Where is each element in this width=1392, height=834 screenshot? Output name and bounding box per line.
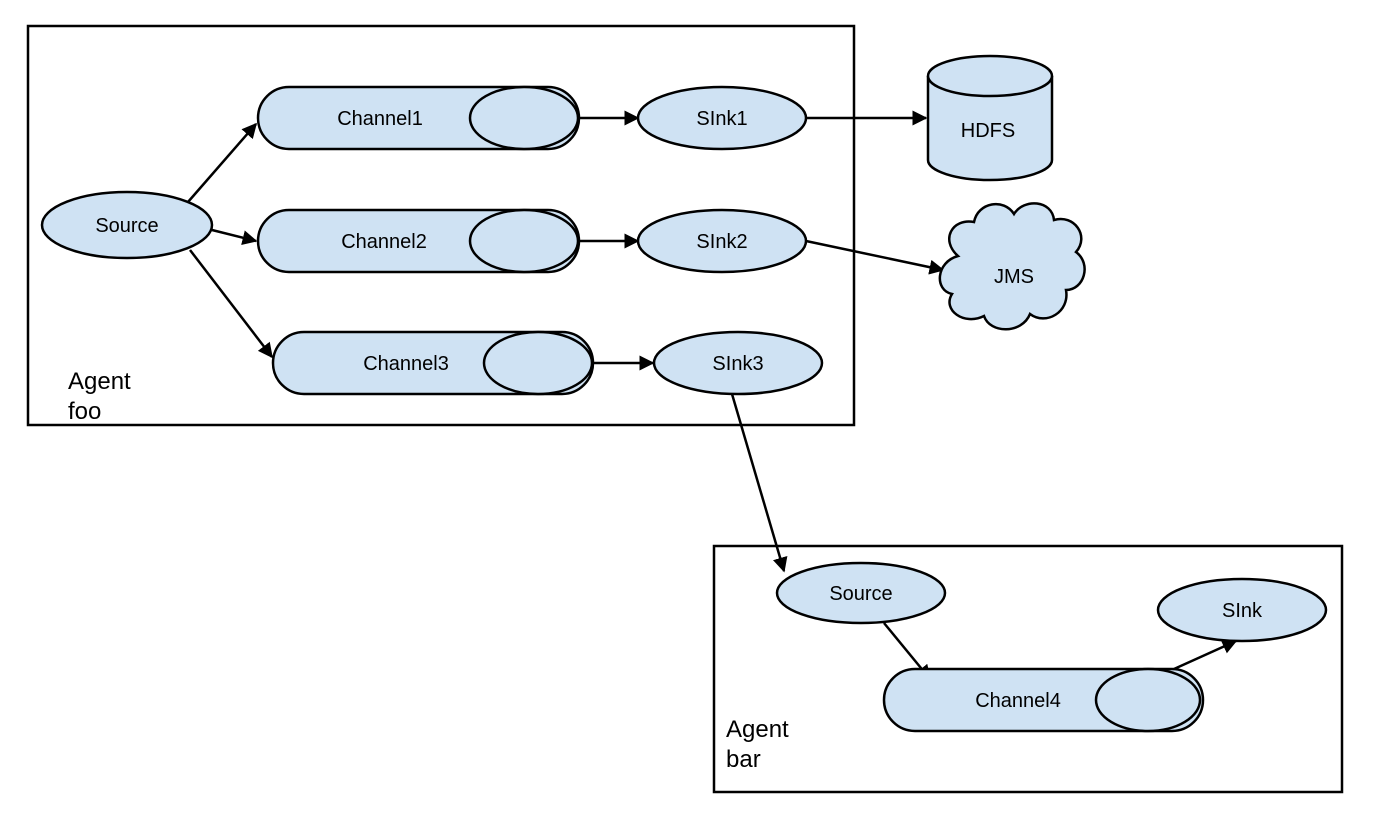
sink3-label: SInk3 bbox=[712, 353, 763, 375]
channel4-label: Channel4 bbox=[975, 690, 1061, 712]
sink3-node: SInk3 bbox=[652, 330, 824, 396]
sink2-label: SInk2 bbox=[696, 231, 747, 253]
edge-sink2-jms bbox=[805, 239, 945, 275]
edge-source-channel2 bbox=[211, 228, 258, 246]
jms-label: JMS bbox=[994, 266, 1034, 288]
channel4-node: Channel4 bbox=[882, 667, 1205, 733]
agent-bar-box bbox=[712, 544, 1344, 794]
channel2-label: Channel2 bbox=[341, 231, 427, 253]
agent-foo-label-line1: Agent bbox=[68, 368, 131, 395]
bar-sink-node: SInk bbox=[1156, 577, 1328, 643]
channel1-node: Channel1 bbox=[256, 85, 581, 151]
channel3-label: Channel3 bbox=[363, 353, 449, 375]
channel1-label: Channel1 bbox=[337, 108, 423, 130]
sink2-node: SInk2 bbox=[636, 208, 808, 274]
bar-source-node: Source bbox=[775, 561, 947, 625]
bar-sink-label: SInk bbox=[1222, 600, 1263, 622]
agent-foo-label-line2: foo bbox=[68, 398, 101, 425]
edges bbox=[187, 110, 1238, 681]
channel2-node: Channel2 bbox=[256, 208, 581, 274]
bar-source-label: Source bbox=[829, 583, 892, 605]
edge-source-channel1 bbox=[187, 122, 257, 203]
edge-sink3-bar-source bbox=[730, 393, 788, 573]
sink1-node: SInk1 bbox=[636, 85, 808, 151]
agent-bar-label-line2: bar bbox=[726, 746, 761, 773]
channel3-node: Channel3 bbox=[271, 330, 595, 396]
edge-channel4-sink bbox=[1173, 639, 1238, 671]
agent-bar-label-line1: Agent bbox=[726, 716, 789, 743]
agent-foo-box bbox=[26, 24, 856, 427]
hdfs-cylinder: HDFS bbox=[926, 54, 1054, 182]
jms-cloud-icon: JMS bbox=[938, 202, 1086, 331]
edge-source-channel3 bbox=[189, 249, 273, 359]
foo-source-label: Source bbox=[95, 215, 158, 237]
hdfs-label: HDFS bbox=[961, 120, 1015, 142]
sink1-label: SInk1 bbox=[696, 108, 747, 130]
foo-source-node: Source bbox=[40, 190, 214, 260]
